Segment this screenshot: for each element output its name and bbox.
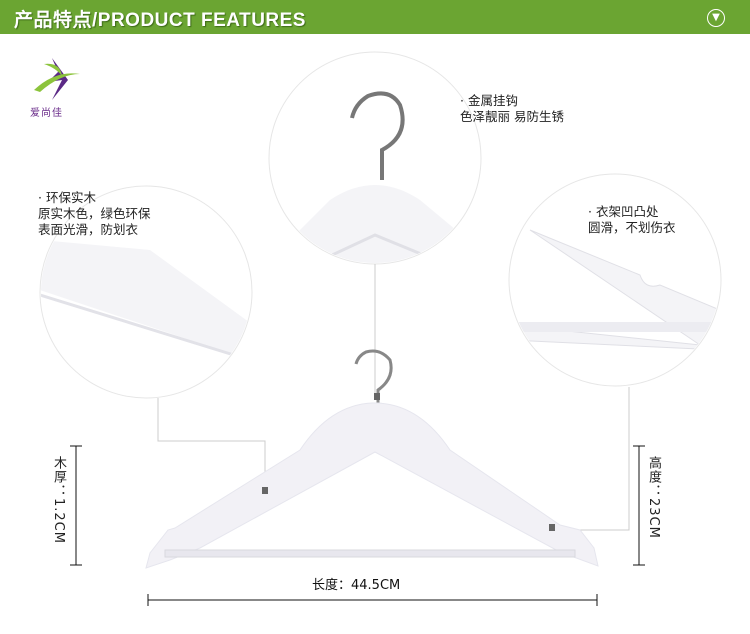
thickness-label: 木厚：1.2CM bbox=[51, 456, 66, 544]
hanger-main bbox=[145, 349, 599, 569]
brand-logo-text: 爱尚佳 bbox=[30, 108, 63, 119]
height-label: 高度：23CM bbox=[646, 456, 661, 539]
chevron-down-circle-icon[interactable]: ▼ bbox=[707, 9, 725, 27]
feature-line: 圆滑，不划伤衣 bbox=[588, 220, 676, 235]
length-label: 长度：44.5CM bbox=[312, 578, 401, 593]
feature-line: 色泽靓丽 易防生锈 bbox=[460, 109, 564, 124]
feature-line: 表面光滑，防划衣 bbox=[38, 222, 139, 237]
feature-metal-hook: · 金属挂钩 色泽靓丽 易防生锈 bbox=[460, 93, 564, 124]
feature-title: 衣架凹凸处 bbox=[595, 204, 659, 219]
feature-title: 金属挂钩 bbox=[467, 93, 518, 108]
feature-notch: · 衣架凹凸处 圆滑，不划伤衣 bbox=[588, 204, 676, 235]
feature-title: 环保实木 bbox=[45, 190, 96, 205]
feature-solid-wood: · 环保实木 原实木色，绿色环保 表面光滑，防划衣 bbox=[38, 190, 151, 237]
feature-line: 原实木色，绿色环保 bbox=[38, 206, 151, 221]
section-title: 产品特点/PRODUCT FEATURES bbox=[14, 10, 306, 31]
brand-logo bbox=[34, 58, 80, 100]
section-header: 产品特点/PRODUCT FEATURES ▼ bbox=[0, 0, 750, 34]
